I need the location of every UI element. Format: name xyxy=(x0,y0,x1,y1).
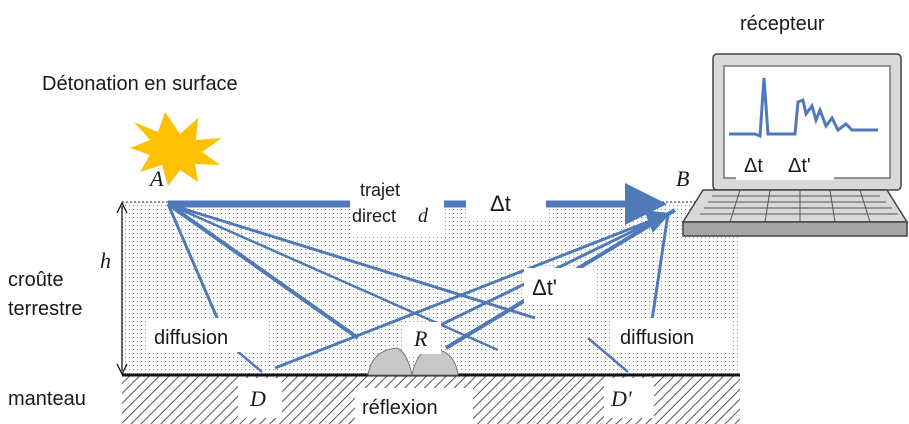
reflection-angle-mark xyxy=(367,347,459,376)
diffusion-right-label: diffusion xyxy=(620,327,694,349)
ray-D-to-B xyxy=(274,210,671,370)
title-detonation: Détonation en surface xyxy=(42,73,238,95)
delta-t-label: Δt xyxy=(490,191,511,216)
direct-path-var: d xyxy=(418,205,429,227)
delta-t-label-bg xyxy=(466,185,546,221)
point-Dprime-bg xyxy=(604,378,654,418)
screen-label-bg xyxy=(736,148,834,180)
crust-label-line1: croûte xyxy=(8,269,64,291)
diffusion-left-label: diffusion xyxy=(154,327,228,349)
diffusion-right-bg xyxy=(612,318,732,352)
ray-scatter-right xyxy=(650,213,670,321)
ray-A-to-Dprime xyxy=(167,202,536,320)
ray-left-to-D xyxy=(235,349,263,373)
ray-A-reflect xyxy=(167,202,499,352)
laptop-base xyxy=(682,221,908,237)
screen-delta-t-prime: Δt' xyxy=(788,155,811,177)
laptop-keyboard xyxy=(681,189,909,223)
delta-t-prime-label: Δt' xyxy=(532,275,557,300)
point-A-label: A xyxy=(148,166,164,191)
diffusion-left-bg xyxy=(148,318,268,352)
depth-h-arrow-top xyxy=(116,201,128,214)
point-Dprime-label: D' xyxy=(610,386,632,411)
point-R-bg xyxy=(405,322,441,354)
screen-delta-t: Δt xyxy=(744,155,763,177)
mantle-label: manteau xyxy=(8,388,86,410)
depth-h-arrow-bottom xyxy=(116,363,128,376)
ray-A-to-R xyxy=(166,202,360,340)
ray-to-Dprime-end xyxy=(587,337,629,373)
depth-h-label: h xyxy=(100,248,111,273)
keyboard-keys xyxy=(700,189,898,223)
crust-label-line2: terrestre xyxy=(8,298,82,320)
direct-label-bg xyxy=(350,176,444,234)
reflexion-label: réflexion xyxy=(362,397,438,419)
point-D-bg xyxy=(238,378,282,418)
delta-t-prime-label-bg xyxy=(524,268,594,304)
reflexion-bg xyxy=(355,388,473,424)
explosion-icon xyxy=(130,112,222,186)
ray-A-scatter-left xyxy=(166,203,220,321)
receiver-laptop xyxy=(681,53,909,237)
direct-path-line1: trajet xyxy=(360,180,400,200)
direct-path-line2: direct xyxy=(352,206,396,226)
point-D-label: D xyxy=(249,386,266,411)
point-R-label: R xyxy=(413,326,428,351)
seismogram-trace xyxy=(729,77,878,139)
receiver-label: récepteur xyxy=(740,13,825,35)
point-B-label: B xyxy=(676,166,689,191)
